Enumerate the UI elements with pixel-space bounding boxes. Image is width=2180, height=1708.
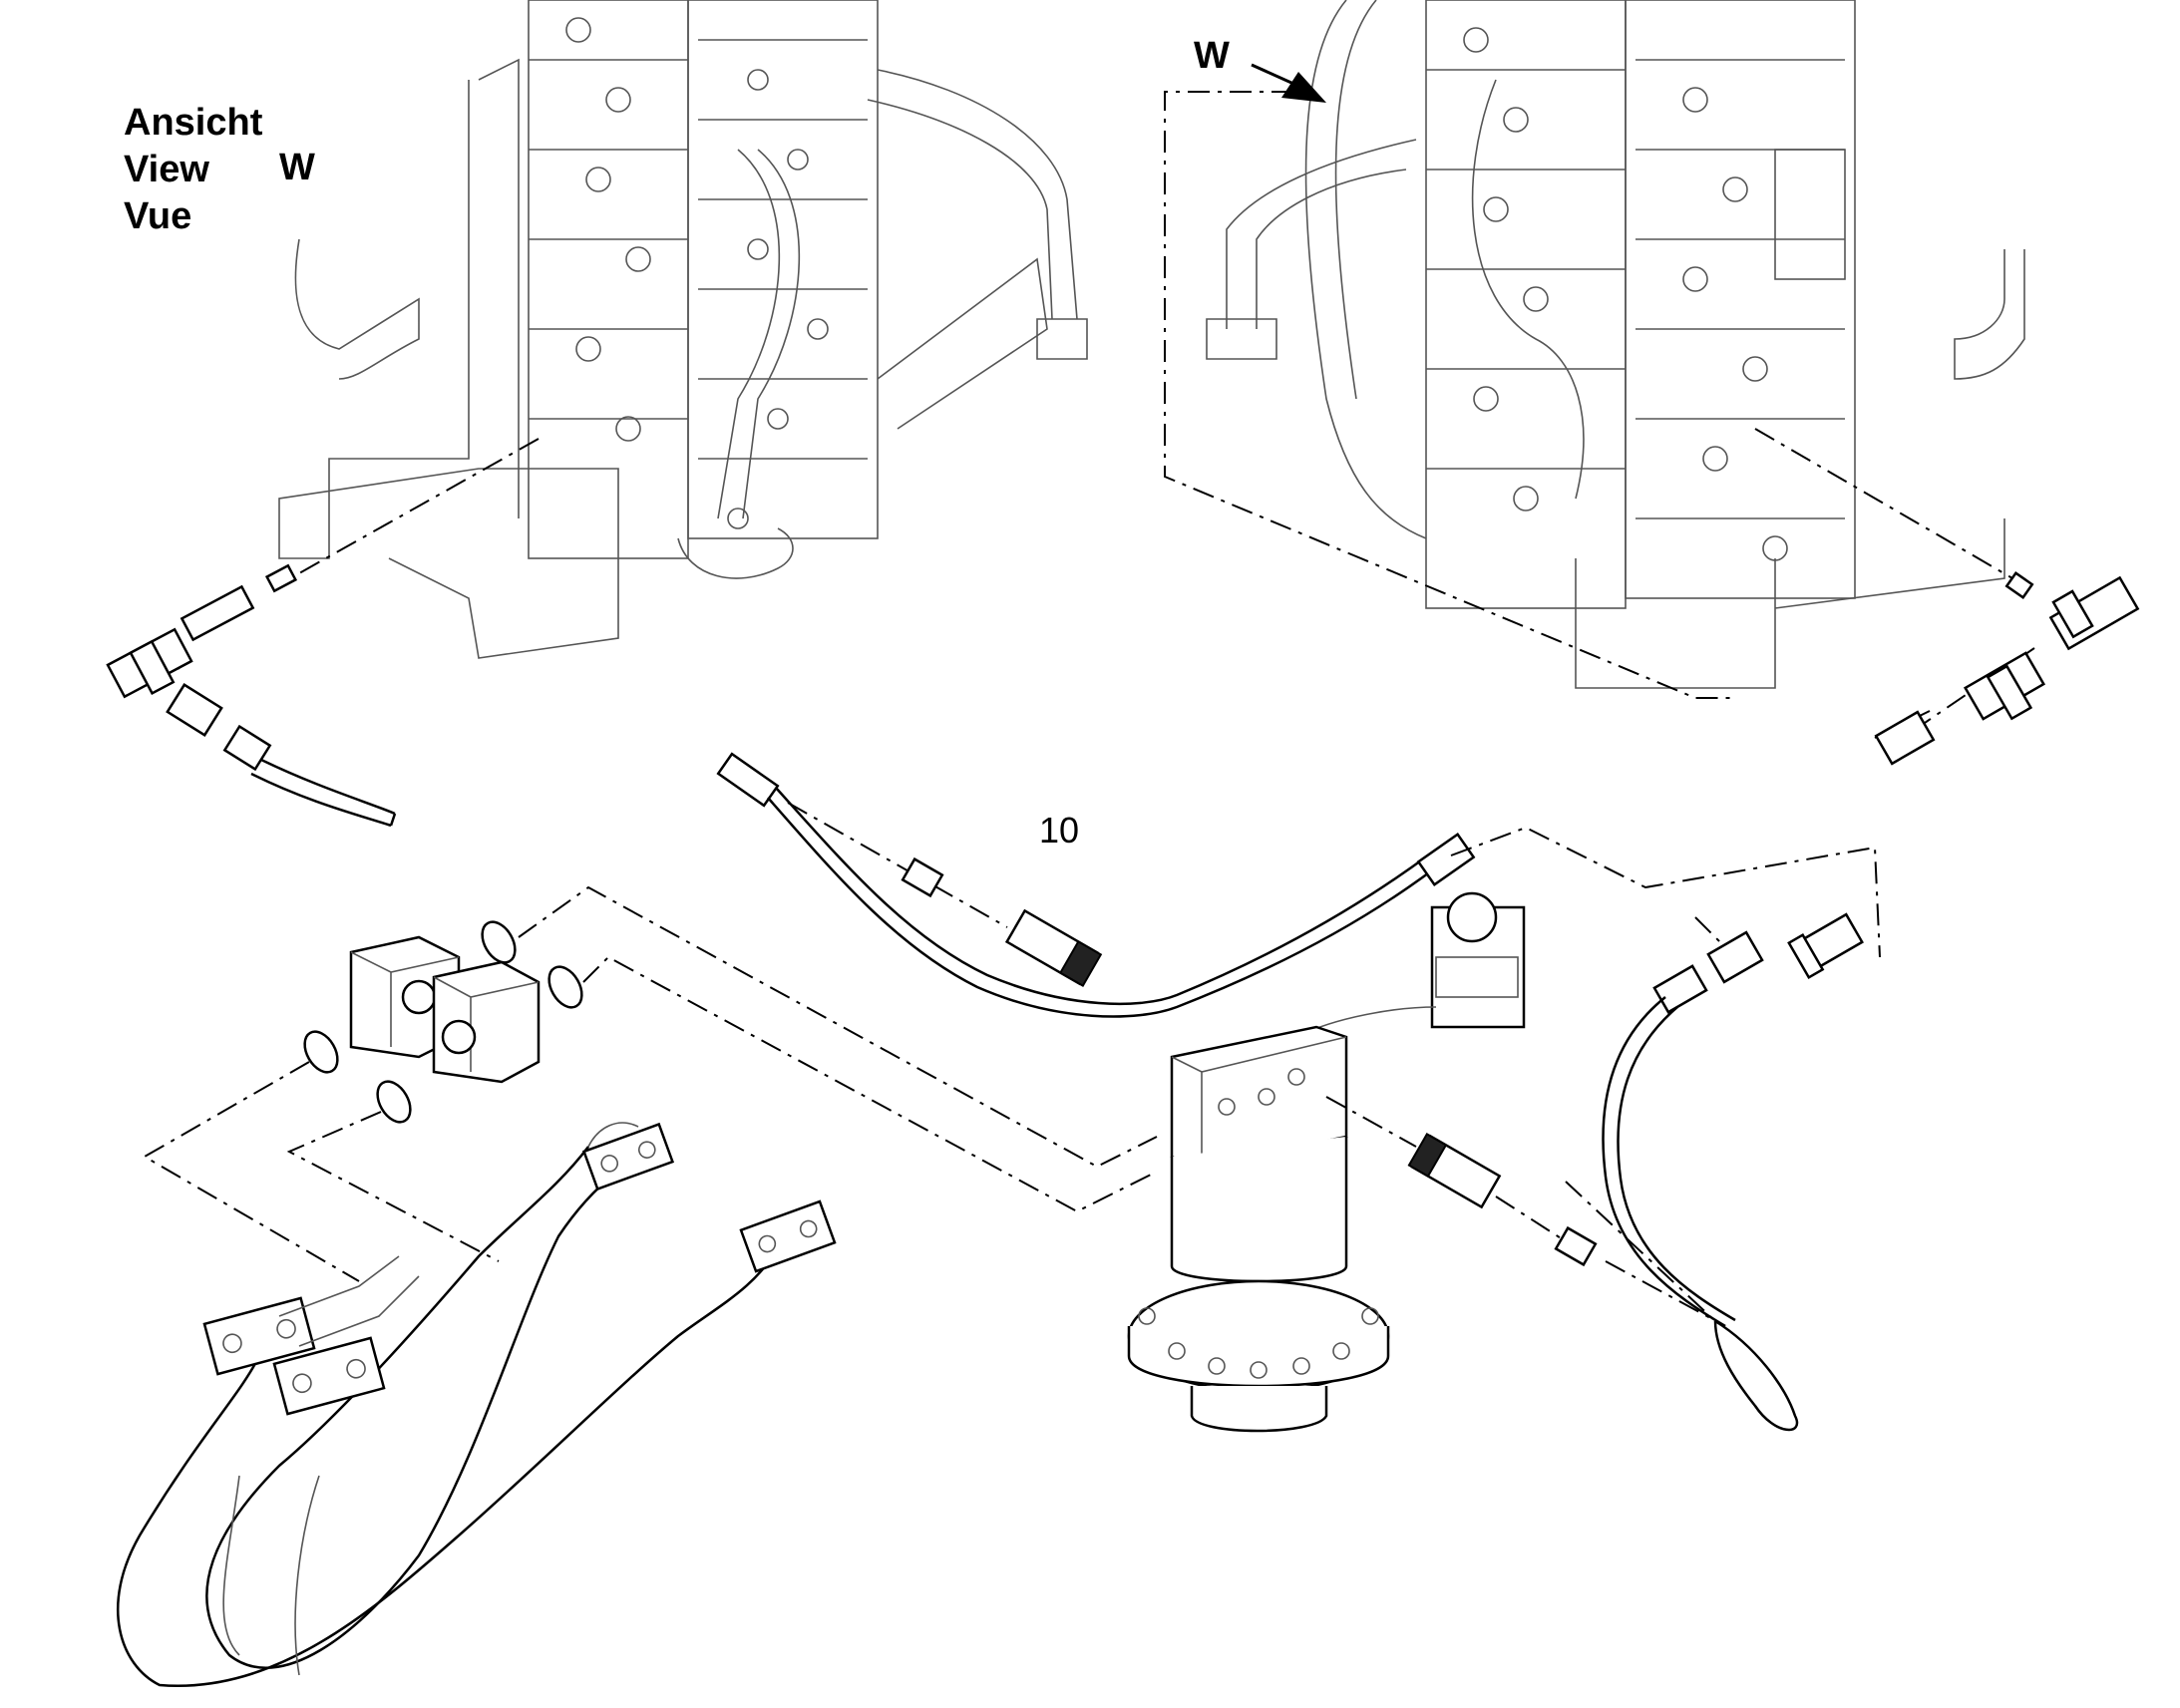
view-w-arrow — [1251, 63, 1326, 103]
flange-block-set — [143, 885, 1158, 1282]
return-hose-assembly — [1565, 912, 1864, 1432]
lower-hose-assemblies — [117, 1122, 837, 1688]
view-arrow-letter: W — [1194, 35, 1230, 77]
part-number-label: 10 — [1039, 810, 1080, 851]
right-fitting-group — [1754, 428, 2140, 766]
view-label-english: View — [124, 149, 209, 190]
view-label-french: Vue — [124, 195, 192, 237]
view-label-german: Ansicht — [124, 102, 263, 144]
control-valve-block-left — [278, 0, 1088, 659]
left-fitting-group — [106, 438, 540, 828]
view-w-boundary — [1164, 91, 1730, 699]
view-callout-label: Ansicht View Vue — [124, 100, 262, 240]
control-valve-block-right — [1206, 0, 2025, 689]
pressure-hose-assembly — [716, 752, 1881, 1018]
view-callout-letter: W — [279, 147, 315, 188]
swing-motor-assembly — [1127, 891, 1726, 1433]
